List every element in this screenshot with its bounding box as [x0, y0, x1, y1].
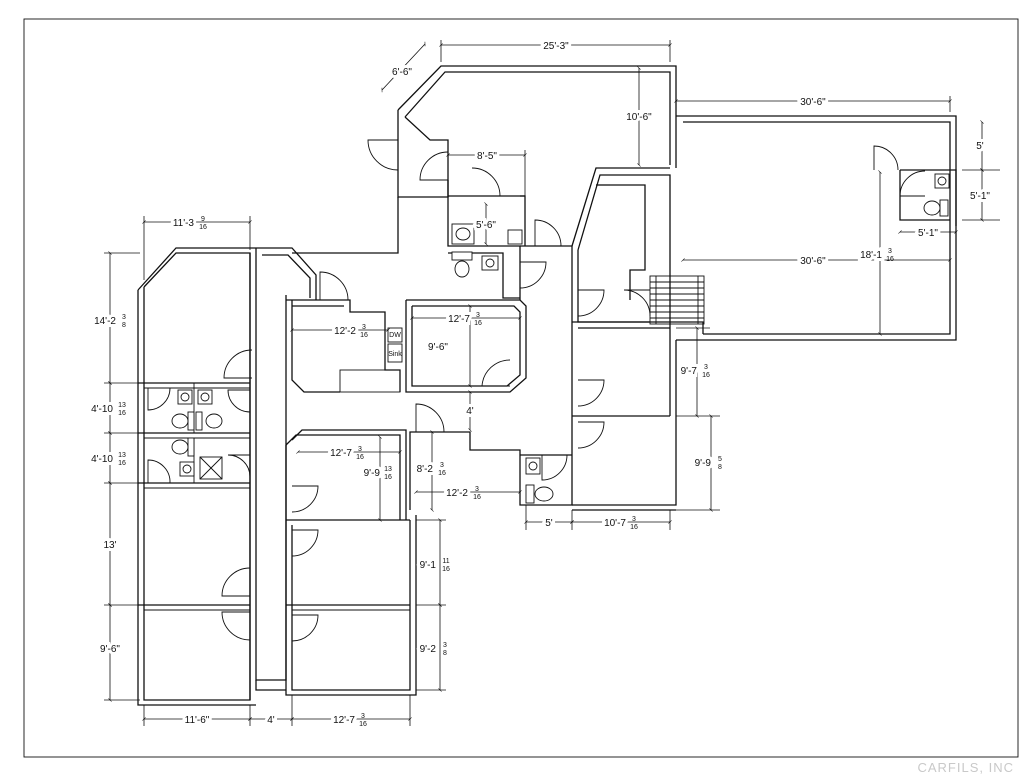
- dim-6-6: 6'-6": [392, 67, 412, 78]
- dim-11-3: 11'-3: [173, 218, 195, 229]
- dim-12-2-left: 12'-2: [334, 326, 356, 337]
- doors: [147, 139, 926, 642]
- sheet-border: [23, 18, 1019, 758]
- dim-9-6-left: 9'-6": [100, 644, 120, 655]
- dishwasher-label: DW: [389, 332, 401, 339]
- dim-10-7: 10'-7: [604, 518, 626, 529]
- dim-9-9-right: 9'-9: [695, 458, 712, 469]
- dimension-lines: [104, 40, 1000, 726]
- dim-9-6-mid: 9'-6": [428, 342, 448, 353]
- dim-9-7: 9'-7: [681, 366, 698, 377]
- dim-4-mid: 4': [466, 406, 474, 417]
- dim-12-2-b: 12'-2: [446, 488, 468, 499]
- dim-8-2: 8'-2: [417, 464, 434, 475]
- dim-18-1: 18'-1: [860, 250, 882, 261]
- dim-5-1-vertical: 5'-1": [970, 191, 990, 202]
- building-walls: [137, 65, 957, 706]
- dim-5-top-right: 5': [976, 141, 984, 152]
- dim-5-1-horizontal: 5'-1": [918, 228, 938, 239]
- sink-label: Sink: [388, 351, 402, 358]
- plumbing-fixtures: DW Sink: [171, 173, 950, 504]
- dim-25-3: 25'-3": [543, 41, 569, 52]
- dim-9-1: 9'-1: [420, 560, 437, 571]
- dim-12-7-c: 12'-7: [333, 715, 355, 726]
- dim-9-2: 9'-2: [420, 644, 437, 655]
- dim-8-5: 8'-5": [477, 151, 497, 162]
- dim-4-10-b: 4'-10: [91, 454, 113, 465]
- dim-30-6-mid: 30'-6": [800, 256, 826, 267]
- dim-12-7-a: 12'-7: [448, 314, 470, 325]
- dim-12-7-b: 12'-7: [330, 448, 352, 459]
- watermark: CARFILS, INC: [917, 760, 1014, 775]
- dim-11-6: 11'-6": [185, 715, 210, 726]
- dim-4-10-a: 4'-10: [91, 404, 113, 415]
- dim-5-6: 5'-6": [476, 220, 496, 231]
- dim-14-2: 14'-2: [94, 316, 116, 327]
- dim-9-9-left: 9'-9: [364, 468, 381, 479]
- dimension-labels: 25'-3" 6'-6" 30'-6" 10'-6" 8'-5" 5' 5'-1…: [88, 38, 993, 729]
- dim-4-bottom: 4': [267, 715, 275, 726]
- dim-10-6: 10'-6": [626, 112, 652, 123]
- dim-13: 13': [103, 540, 116, 551]
- dim-5-bottom: 5': [545, 518, 553, 529]
- dim-30-6-top: 30'-6": [800, 97, 826, 108]
- stairs: [650, 276, 704, 324]
